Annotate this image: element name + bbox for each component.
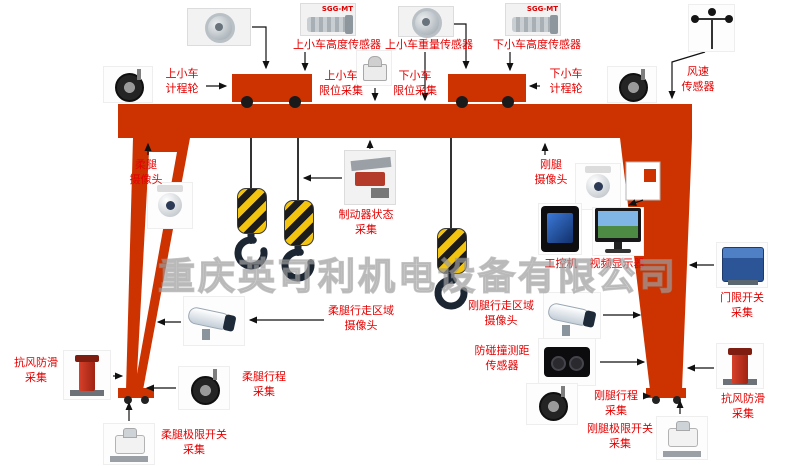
- upper-trolley-height-sensor-label: 上小车高度传感器: [293, 38, 381, 51]
- label-line: 采集: [355, 223, 377, 236]
- upper-odometer-wheel-photo: [103, 66, 153, 103]
- video-display-photo: [592, 207, 644, 256]
- upper-trolley-weight-sensor-label: 上小车重量传感器: [385, 38, 473, 51]
- rigid-leg-area-camera-photo: [543, 292, 601, 339]
- anti-wind-skid-left-photo: [63, 350, 111, 400]
- label-line: 计程轮: [165, 82, 199, 95]
- hook-1: [234, 228, 268, 270]
- label-line: 刚腿极限开关: [587, 422, 653, 435]
- label-line: 摄像头: [129, 173, 163, 186]
- label-line: 刚腿行程: [594, 389, 638, 402]
- anti-wind-skid-right-label: 抗风防滑 采集: [718, 391, 768, 421]
- flexible-leg-foot: [118, 388, 154, 398]
- lower-trolley-odometer-label: 下小车 计程轮: [544, 66, 588, 96]
- brake-status-label: 制动器状态 采集: [335, 207, 397, 237]
- lower-trolley-limit-label: 下小车 限位采集: [392, 68, 438, 98]
- label-line: 采集: [25, 371, 47, 384]
- label-line: 摄像头: [534, 173, 568, 186]
- label-line: 抗风防滑: [721, 392, 765, 405]
- label-line: 上小车: [324, 69, 358, 82]
- anti-wind-skid-right-photo: [716, 343, 764, 389]
- label-line: 采集: [731, 306, 753, 319]
- brake-status-photo: [344, 150, 396, 205]
- rigid-leg: [620, 138, 692, 390]
- trolley-limit-switch-photo: [356, 50, 392, 86]
- hook-3: [434, 268, 468, 310]
- label-line: 下小车: [549, 67, 583, 80]
- label-line: 传感器: [681, 80, 715, 93]
- video-display-label: 视频显示器: [589, 257, 645, 270]
- label-line: 制动器状态: [338, 208, 394, 221]
- rigid-leg-limit-switch-photo: [656, 416, 708, 460]
- hook-block-3: [437, 228, 467, 274]
- flexible-leg-limit-switch-photo: [103, 423, 155, 465]
- main-beam: [118, 104, 692, 138]
- flexible-leg-dome-camera-photo: [147, 182, 193, 229]
- industrial-pc-label: 工控机: [544, 257, 578, 270]
- label-line: 防碰撞测距: [474, 344, 530, 357]
- cab-red-panel: [644, 169, 656, 182]
- flexible-leg-limit-switch-label: 柔腿极限开关 采集: [158, 427, 230, 457]
- hook-block-2: [284, 200, 314, 246]
- lower-odometer-wheel-photo: [607, 66, 657, 103]
- rigid-leg-foot: [646, 388, 686, 398]
- label-line: 限位采集: [393, 84, 437, 97]
- rigid-leg-limit-switch-label: 刚腿极限开关 采集: [586, 421, 654, 451]
- crane-hooks: [234, 228, 468, 310]
- label-line: 柔腿极限开关: [161, 428, 227, 441]
- label-line: 摄像头: [344, 319, 378, 332]
- rigid-leg-dome-camera-photo: [575, 163, 621, 210]
- anti-wind-skid-left-label: 抗风防滑 采集: [11, 355, 61, 385]
- upper-trolley-limit-label: 上小车 限位采集: [318, 68, 364, 98]
- label-line: 柔腿行程: [242, 370, 286, 383]
- label-line: 采集: [605, 404, 627, 417]
- hoist-cables: [250, 138, 452, 230]
- hook-2: [281, 240, 315, 282]
- label-line: 柔腿: [135, 158, 157, 171]
- lower-trolley-height-sensor-label: 下小车高度传感器: [493, 38, 581, 51]
- label-line: 采集: [609, 437, 631, 450]
- label-line: 刚腿: [540, 158, 562, 171]
- label-line: 计程轮: [549, 82, 583, 95]
- door-limit-switch-photo: [716, 242, 768, 288]
- flexible-leg-travel-wheel-photo: [178, 366, 230, 410]
- flexible-leg-travel-label: 柔腿行程 采集: [239, 369, 289, 399]
- anti-collision-sensor-photo: [538, 338, 596, 386]
- label-line: 风速: [687, 65, 709, 78]
- rigid-leg-travel-label: 刚腿行程 采集: [591, 388, 641, 418]
- label-line: 柔腿行走区域: [328, 304, 394, 317]
- label-line: 传感器: [485, 359, 519, 372]
- door-limit-switch-label: 门限开关 采集: [718, 290, 766, 320]
- label-line: 采集: [183, 443, 205, 456]
- label-line: 摄像头: [484, 314, 518, 327]
- trolley-wheels: [241, 96, 514, 108]
- label-line: 门限开关: [720, 291, 764, 304]
- lower-height-encoder-photo: [398, 6, 454, 38]
- hook-block-1: [237, 188, 267, 234]
- upper-height-encoder-photo: [187, 8, 251, 46]
- label-line: 抗风防滑: [14, 356, 58, 369]
- anti-collision-sensor-label: 防碰撞测距 传感器: [471, 343, 533, 373]
- label-line: 限位采集: [319, 84, 363, 97]
- rigid-leg-travel-wheel-photo: [526, 383, 578, 425]
- upper-weight-motor-photo: SGG-MT: [300, 3, 356, 36]
- label-line: 采集: [253, 385, 275, 398]
- label-line: 下小车: [398, 69, 432, 82]
- rigid-leg-camera-label: 刚腿 摄像头: [531, 157, 571, 187]
- label-line: 上小车: [165, 67, 199, 80]
- motor-model-tag: SGG-MT: [526, 5, 558, 13]
- connector-arrows: [113, 23, 714, 421]
- rigid-leg-area-camera-label: 刚腿行走区域 摄像头: [466, 298, 536, 328]
- industrial-pc-photo: [538, 203, 582, 255]
- label-line: 采集: [732, 407, 754, 420]
- flexible-leg-area-camera-photo: [183, 296, 245, 346]
- upper-trolley-odometer-label: 上小车 计程轮: [160, 66, 204, 96]
- anemometer-photo: [688, 4, 735, 52]
- motor-model-tag: SGG-MT: [321, 5, 353, 13]
- flexible-leg-camera-label: 柔腿 摄像头: [126, 157, 166, 187]
- lower-weight-motor-photo: SGG-MT: [505, 3, 561, 36]
- wind-speed-sensor-label: 风速 传感器: [678, 64, 718, 94]
- flexible-leg-area-camera-label: 柔腿行走区域 摄像头: [326, 303, 396, 333]
- label-line: 刚腿行走区域: [468, 299, 534, 312]
